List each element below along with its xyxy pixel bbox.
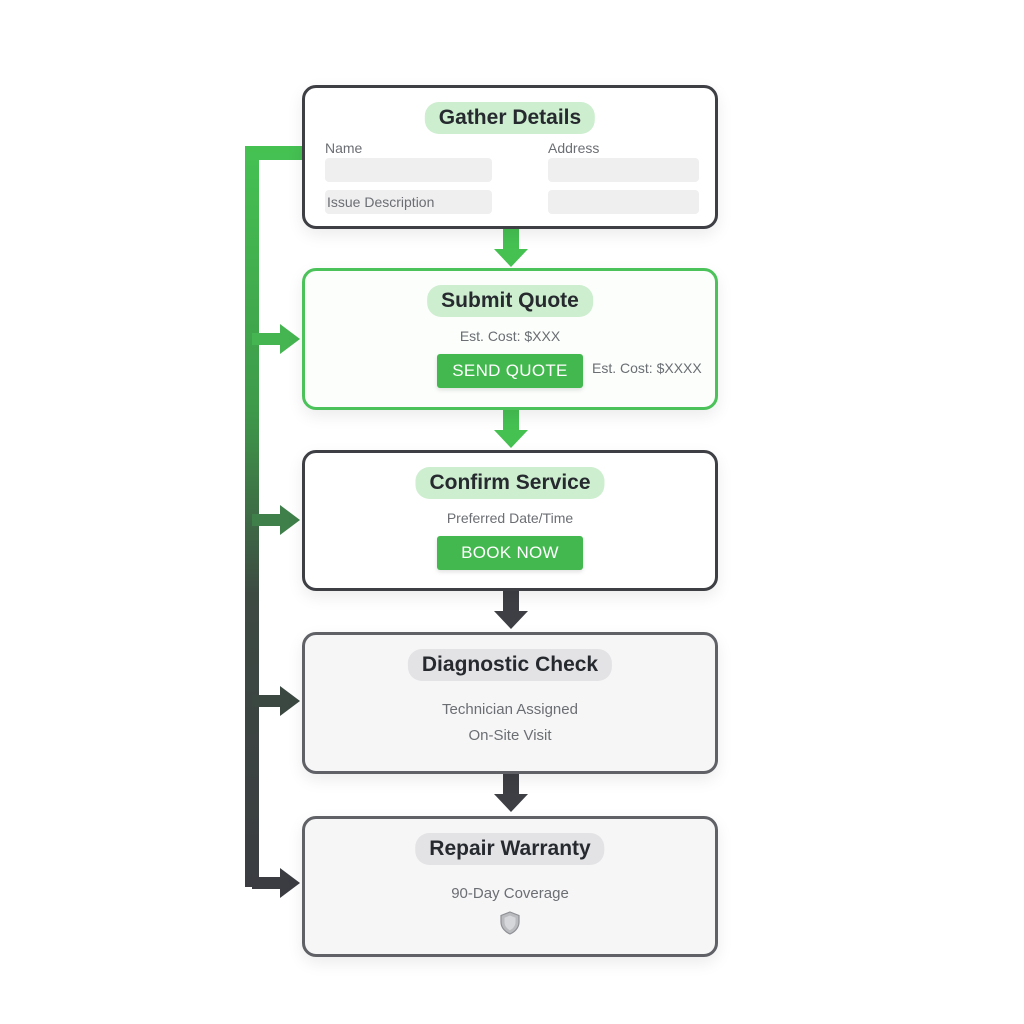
- down-arrow-1: [494, 229, 528, 267]
- on-site-visit-text: On-Site Visit: [468, 727, 552, 744]
- branch-arrow-diagnostic: [252, 686, 300, 716]
- submit-quote-card: Submit Quote Est. Cost: $XXX SEND QUOTE …: [302, 268, 718, 410]
- issue-description-placeholder: Issue Description: [327, 194, 435, 210]
- send-quote-button[interactable]: SEND QUOTE: [437, 354, 583, 388]
- technician-assigned-text: Technician Assigned: [442, 701, 578, 718]
- preferred-date-text: Preferred Date/Time: [446, 510, 574, 526]
- shield-icon: [500, 911, 520, 935]
- coverage-text: 90-Day Coverage: [451, 885, 569, 902]
- branch-arrow-quote: [252, 324, 300, 354]
- extra-field[interactable]: [548, 190, 699, 214]
- confirm-service-title: Confirm Service: [415, 467, 605, 499]
- gather-details-card: Gather Details Name Address Issue Descri…: [302, 85, 718, 229]
- issue-description-field[interactable]: Issue Description: [325, 190, 492, 214]
- submit-quote-title: Submit Quote: [427, 285, 593, 317]
- estimate-text: Est. Cost: $XXX: [459, 328, 561, 344]
- branch-arrow-confirm: [252, 505, 300, 535]
- name-field[interactable]: [325, 158, 492, 182]
- repair-warranty-card: Repair Warranty 90-Day Coverage: [302, 816, 718, 957]
- diagnostic-check-title: Diagnostic Check: [407, 649, 613, 681]
- estimate-side-note: Est. Cost: $XXXX: [592, 360, 702, 376]
- down-arrow-2: [494, 410, 528, 448]
- name-label: Name: [325, 140, 363, 156]
- down-arrow-4: [494, 774, 528, 812]
- confirm-service-card: Confirm Service Preferred Date/Time BOOK…: [302, 450, 718, 591]
- feedback-spine: [245, 146, 302, 887]
- down-arrow-3: [494, 591, 528, 629]
- gather-details-title: Gather Details: [424, 102, 596, 134]
- repair-warranty-title: Repair Warranty: [415, 833, 605, 865]
- book-now-button[interactable]: BOOK NOW: [437, 536, 583, 570]
- branch-arrow-warranty: [252, 868, 300, 898]
- address-field[interactable]: [548, 158, 699, 182]
- diagnostic-check-card: Diagnostic Check Technician Assigned On-…: [302, 632, 718, 774]
- address-label: Address: [548, 140, 600, 156]
